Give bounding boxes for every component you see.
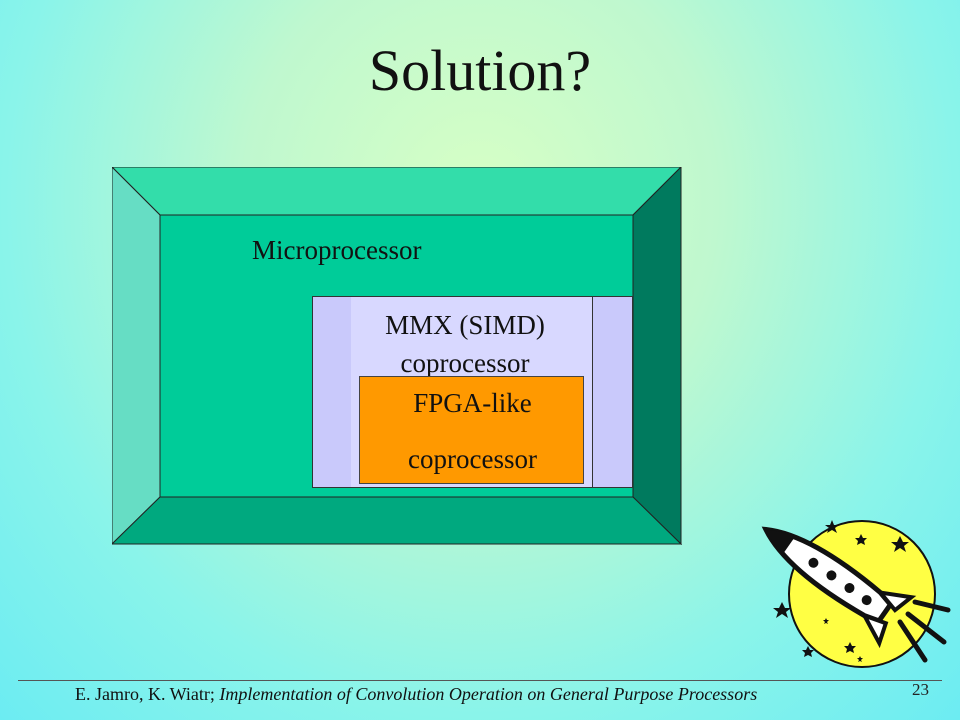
micro-bevel-left xyxy=(112,167,161,545)
stars-icon xyxy=(773,520,909,662)
mmx-bevel-right xyxy=(592,296,633,488)
rocket-body-icon xyxy=(761,526,917,649)
footer-paper-title: Implementation of Convolution Operation … xyxy=(219,684,758,704)
fpga-coprocessor-box: FPGA-like coprocessor xyxy=(359,376,584,484)
rocket-exhaust-icon xyxy=(897,599,951,663)
microprocessor-label: Microprocessor xyxy=(252,235,422,265)
fpga-label-line2: coprocessor xyxy=(408,444,537,474)
footer-text: E. Jamro, K. Wiatr; Implementation of Co… xyxy=(75,684,757,705)
fpga-label-line1: FPGA-like xyxy=(413,388,532,418)
slide-title: Solution? xyxy=(368,38,592,103)
page-number: 23 xyxy=(912,680,929,699)
rocket-icon xyxy=(761,520,951,668)
mmx-bevel-left xyxy=(312,296,352,488)
micro-bevel-top xyxy=(112,167,682,216)
micro-bevel-right xyxy=(632,167,682,545)
micro-bevel-bottom xyxy=(112,496,682,545)
mmx-coprocessor-label: MMX (SIMD) coprocessor xyxy=(385,310,545,378)
footer-authors: E. Jamro, K. Wiatr; xyxy=(75,684,220,704)
footer-divider xyxy=(18,680,942,681)
